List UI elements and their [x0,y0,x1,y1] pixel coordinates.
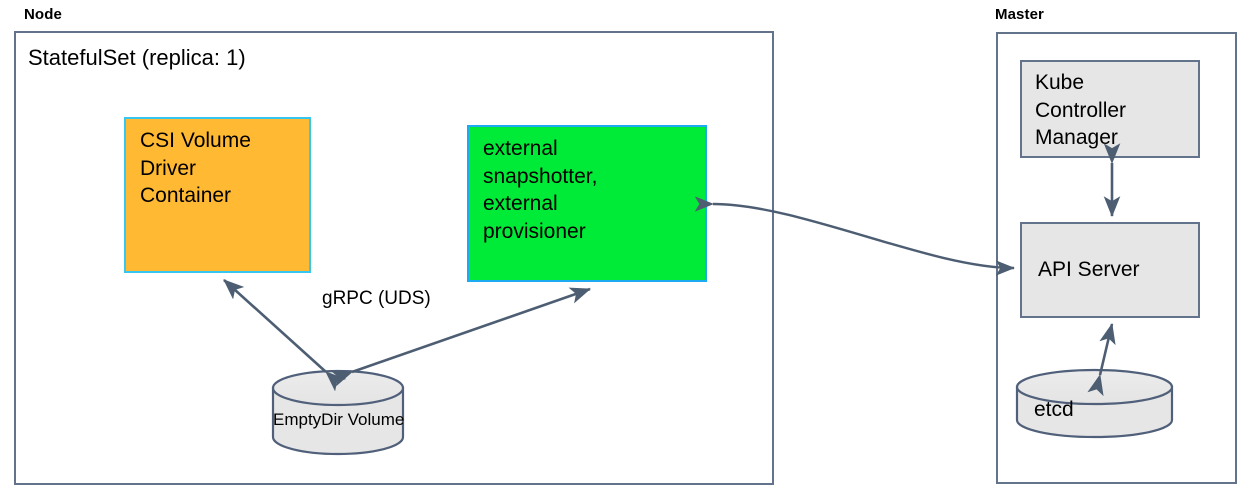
arrow-api-server-etcd [1087,322,1116,397]
external-sidecars-box[interactable]: external snapshotter, external provision… [467,125,707,282]
api-server-label: API Server [1038,258,1140,282]
api-server-box[interactable]: API Server [1020,222,1200,318]
emptydir-volume-label: EmptyDir Volume [273,410,405,429]
csi-volume-driver-container-box[interactable]: CSI Volume Driver Container [124,117,311,273]
etcd-label: etcd [1034,398,1074,421]
arrow-external-sidecars-emptydir [330,287,591,387]
node-group-label: Node [24,6,62,23]
arrow-csi-driver-emptydir [223,279,347,392]
arrow-external-sidecars-api-server [694,196,1015,276]
master-group-label: Master [995,6,1044,23]
csi-volume-driver-container-label: CSI Volume Driver Container [140,129,251,208]
grpc-uds-edge-label: gRPC (UDS) [322,288,431,309]
external-sidecars-label: external snapshotter, external provision… [483,137,598,244]
etcd-cylinder[interactable] [1015,368,1174,439]
statefulset-title: StatefulSet (replica: 1) [28,45,246,70]
kube-controller-manager-label: Kube Controller Manager [1035,71,1127,150]
